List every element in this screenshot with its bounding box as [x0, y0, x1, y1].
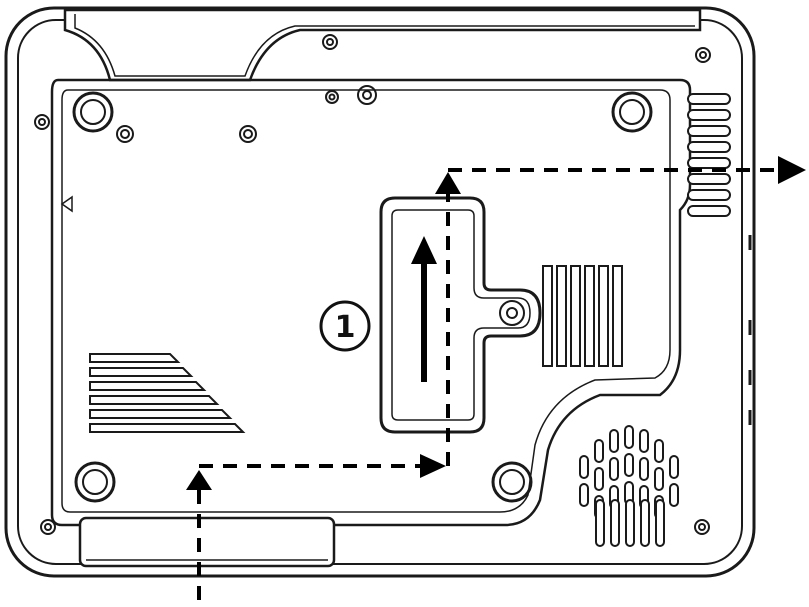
slide-direction-arrow-icon [411, 236, 437, 382]
dashed-path-arrow-icon [197, 168, 775, 600]
arrow-heads [186, 156, 806, 490]
foot-top-left [72, 91, 114, 133]
small-screws [34, 34, 711, 535]
step-number: 1 [335, 310, 356, 345]
side-notch [60, 195, 73, 213]
screw-icon [695, 47, 711, 63]
screw-icon [357, 85, 377, 105]
foot-top-right [611, 91, 653, 133]
screw-icon [694, 519, 710, 535]
foot-bottom-left [74, 461, 116, 503]
base-panel [50, 78, 692, 527]
circled-number-icon [319, 300, 371, 352]
screw-icon [40, 519, 56, 535]
side-grip [687, 93, 731, 217]
screw-icon [325, 90, 339, 104]
bottom-tab [78, 516, 336, 568]
bottom-grille [595, 499, 665, 547]
cover-screw-icon[interactable] [499, 300, 525, 326]
lens-housing [63, 8, 702, 82]
left-vent [89, 353, 246, 433]
screw-icon [239, 125, 257, 143]
lamp-cover[interactable] [379, 196, 542, 434]
screw-icon [116, 125, 134, 143]
step-marker: 1 [319, 300, 371, 352]
center-vent [542, 265, 623, 367]
foot-bottom-right [491, 461, 533, 503]
corner-feet [72, 91, 653, 503]
screw-icon [34, 114, 50, 130]
screw-icon [322, 34, 338, 50]
